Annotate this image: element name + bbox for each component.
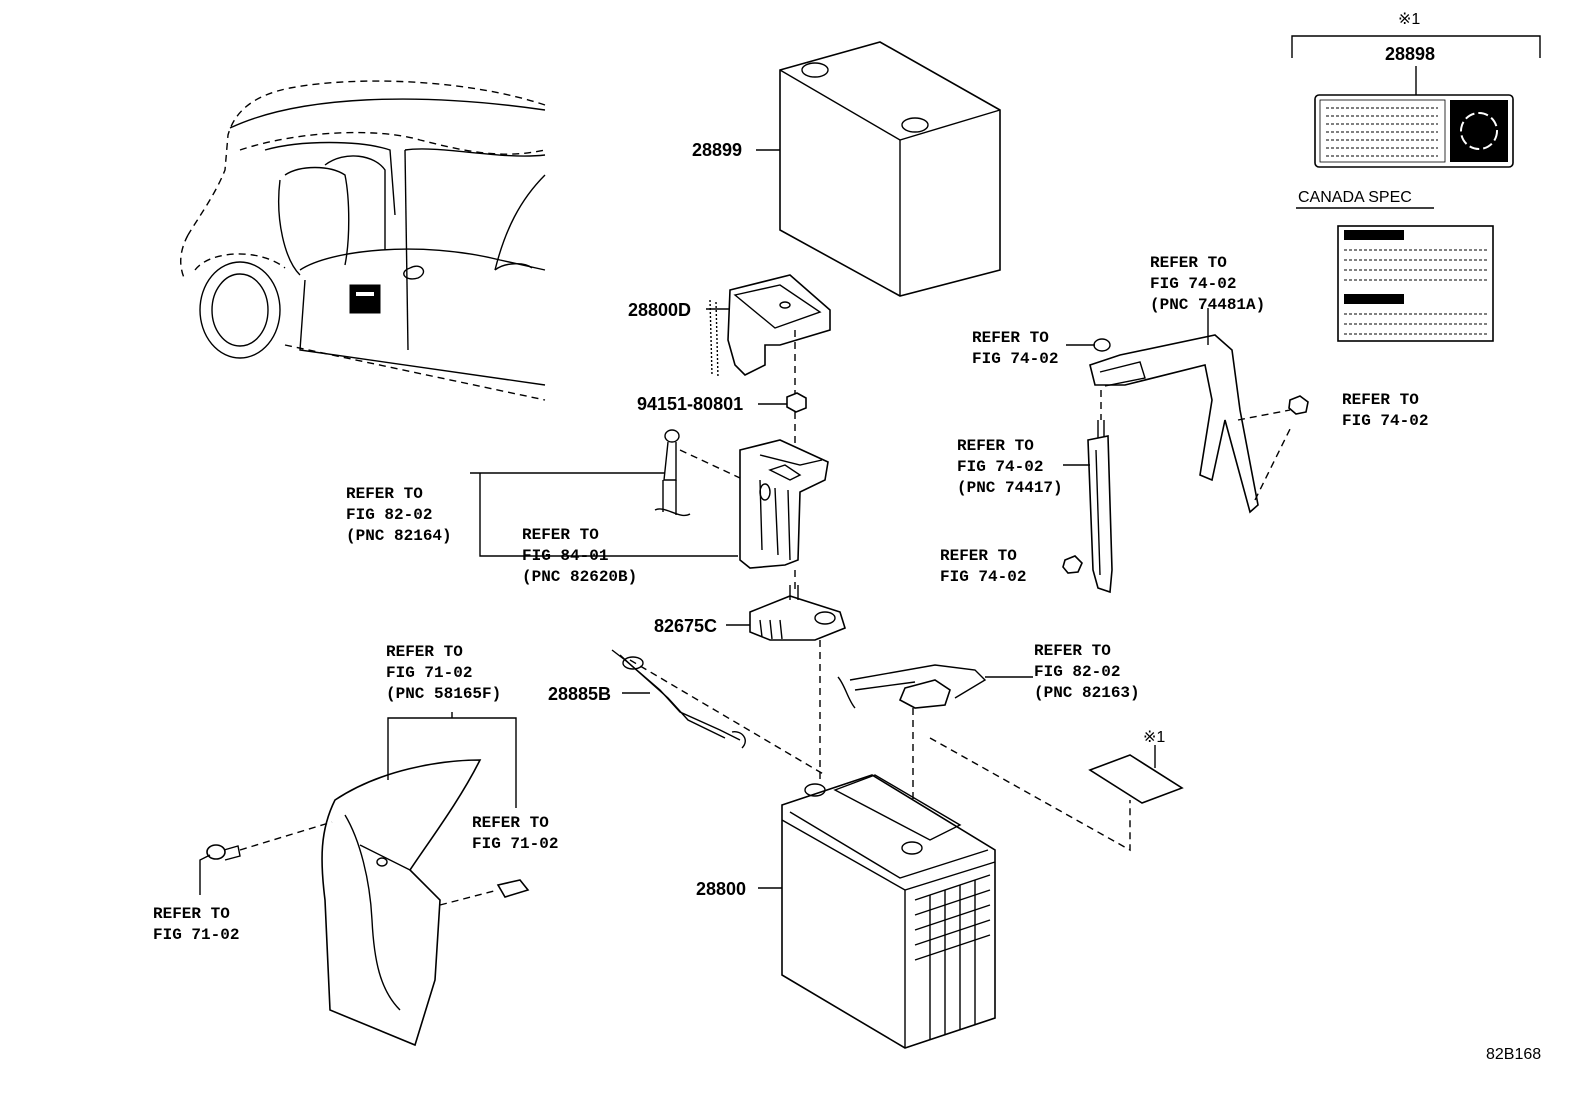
ref-7102-left: REFER TO FIG 71-02 (153, 905, 239, 944)
svg-text:FIG 74-02: FIG 74-02 (972, 350, 1058, 368)
cable-terminal-drawing (654, 429, 691, 517)
vehicle-outline (180, 80, 546, 401)
svg-text:FIG 71-02: FIG 71-02 (386, 664, 472, 682)
svg-text:REFER TO: REFER TO (1150, 254, 1227, 272)
canada-warning-label-drawing (1337, 225, 1494, 342)
svg-text:REFER TO: REFER TO (386, 643, 463, 661)
svg-text:(PNC 74481A): (PNC 74481A) (1150, 296, 1265, 314)
ref-74417: REFER TO FIG 74-02 (PNC 74417) (957, 437, 1063, 497)
svg-text:(PNC 58165F): (PNC 58165F) (386, 685, 501, 703)
svg-text:(PNC 82620B): (PNC 82620B) (522, 568, 637, 586)
svg-text:FIG 82-02: FIG 82-02 (1034, 663, 1120, 681)
label-28885b: 28885B (548, 684, 611, 704)
warning-label-drawing (1314, 94, 1514, 168)
nut-drawing (786, 392, 807, 413)
svg-text:REFER TO: REFER TO (346, 485, 423, 503)
svg-text:REFER TO: REFER TO (940, 547, 1017, 565)
ref-82620b: REFER TO FIG 84-01 (PNC 82620B) (522, 526, 637, 586)
svg-text:FIG 71-02: FIG 71-02 (472, 835, 558, 853)
svg-text:REFER TO: REFER TO (957, 437, 1034, 455)
svg-text:REFER TO: REFER TO (972, 329, 1049, 347)
ref-82164: REFER TO FIG 82-02 (PNC 82164) (346, 485, 452, 545)
clip-drawing (439, 879, 530, 906)
terminal-clamp-drawing (749, 585, 846, 641)
battery-location-marker (349, 284, 381, 314)
svg-text:REFER TO: REFER TO (1342, 391, 1419, 409)
battery-side-cover-drawing (321, 759, 482, 1047)
positive-cable-drawing (837, 664, 987, 709)
ref-82163: REFER TO FIG 82-02 (PNC 82163) (1034, 642, 1140, 702)
label-28898: 28898 (1385, 44, 1435, 64)
label-28899: 28899 (692, 140, 742, 160)
svg-text:FIG 71-02: FIG 71-02 (153, 926, 239, 944)
label-28800: 28800 (696, 879, 746, 899)
note-mark-top: ※1 (1398, 11, 1420, 28)
ref-74481a: REFER TO FIG 74-02 (PNC 74481A) (1150, 254, 1265, 314)
svg-text:FIG 82-02: FIG 82-02 (346, 506, 432, 524)
canada-spec-label: CANADA SPEC (1298, 189, 1412, 206)
battery-clamp-drawing (1089, 334, 1309, 514)
svg-text:FIG 74-02: FIG 74-02 (1150, 275, 1236, 293)
svg-text:FIG 74-02: FIG 74-02 (957, 458, 1043, 476)
hold-down-rod-drawing (1062, 390, 1113, 594)
battery-drawing (781, 737, 1131, 1049)
ground-cable-drawing (611, 649, 746, 749)
ref-7402-right: REFER TO FIG 74-02 (1342, 391, 1428, 430)
note-mark-small: ※1 (1143, 729, 1165, 746)
svg-text:REFER TO: REFER TO (472, 814, 549, 832)
terminal-cover-drawing (709, 274, 831, 379)
battery-cover-drawing (779, 41, 1001, 297)
bolt-drawing (206, 821, 333, 861)
ref-7402-bottom: REFER TO FIG 74-02 (940, 547, 1026, 586)
svg-text:(PNC 82163): (PNC 82163) (1034, 684, 1140, 702)
ref-58165f: REFER TO FIG 71-02 (PNC 58165F) (386, 643, 501, 703)
svg-text:REFER TO: REFER TO (153, 905, 230, 923)
diagram-code: 82B168 (1486, 1046, 1541, 1063)
svg-text:FIG 84-01: FIG 84-01 (522, 547, 608, 565)
svg-text:REFER TO: REFER TO (522, 526, 599, 544)
svg-text:(PNC 74417): (PNC 74417) (957, 479, 1063, 497)
label-82675c: 82675C (654, 616, 717, 636)
label-28800d: 28800D (628, 300, 691, 320)
svg-text:REFER TO: REFER TO (1034, 642, 1111, 660)
label-94151-80801: 94151-80801 (637, 394, 743, 414)
svg-text:FIG 74-02: FIG 74-02 (1342, 412, 1428, 430)
svg-text:FIG 74-02: FIG 74-02 (940, 568, 1026, 586)
caution-label-drawing (1088, 754, 1184, 804)
ref-7402-top: REFER TO FIG 74-02 (972, 329, 1058, 368)
ref-7102-right: REFER TO FIG 71-02 (472, 814, 558, 853)
svg-text:(PNC 82164): (PNC 82164) (346, 527, 452, 545)
fuse-block-drawing (739, 439, 829, 569)
